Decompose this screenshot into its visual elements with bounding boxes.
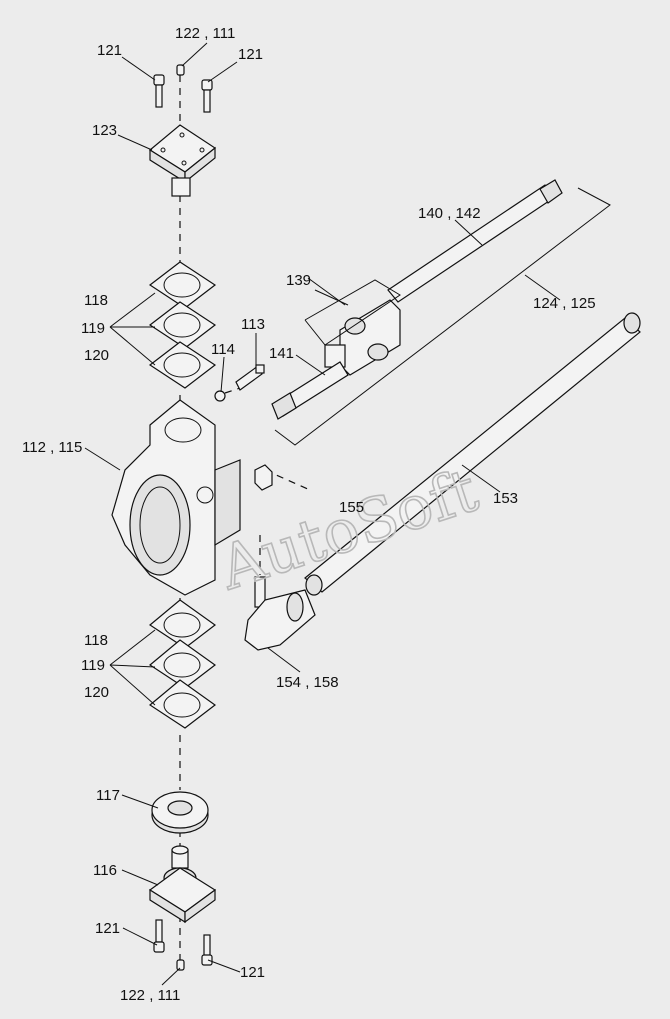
label-154-158: 154 , 158 bbox=[276, 674, 339, 691]
label-119-top: 119 bbox=[81, 320, 105, 337]
label-153: 153 bbox=[493, 490, 518, 507]
steering-knuckle-112-115 bbox=[111, 399, 241, 596]
grease-fitting-122-bottom bbox=[176, 959, 185, 971]
tie-rod-end-154-158 bbox=[244, 576, 316, 651]
nut-155 bbox=[254, 464, 273, 491]
washer-114 bbox=[214, 390, 226, 402]
shim-stack-top bbox=[148, 261, 217, 389]
label-124-125: 124 , 125 bbox=[533, 295, 596, 312]
drive-shaft-140-142 bbox=[387, 179, 563, 303]
label-121-bottom-left: 121 bbox=[95, 920, 120, 937]
bolt-121-top-left bbox=[153, 74, 165, 108]
label-122-111-top: 122 , 111 bbox=[175, 25, 235, 42]
label-122-111-bottom: 122 , 111 bbox=[120, 987, 180, 1004]
label-139: 139 bbox=[286, 272, 311, 289]
watermark-text: AutoSoft bbox=[211, 455, 486, 604]
label-120-top: 120 bbox=[84, 347, 109, 364]
label-140-142: 140 , 142 bbox=[418, 205, 481, 222]
bracket-124-125 bbox=[274, 187, 611, 446]
label-123: 123 bbox=[92, 122, 117, 139]
label-119-bottom: 119 bbox=[81, 657, 105, 674]
thrust-washer-117 bbox=[151, 791, 209, 834]
label-121-top-left: 121 bbox=[97, 42, 122, 59]
grease-fitting-122-top bbox=[176, 64, 185, 76]
label-155: 155 bbox=[339, 499, 364, 516]
label-113: 113 bbox=[241, 316, 265, 333]
bolt-113 bbox=[235, 364, 265, 391]
shim-stack-bottom bbox=[148, 599, 217, 729]
leader-lines bbox=[84, 42, 501, 986]
kingpin-cap-123 bbox=[148, 124, 217, 197]
bolt-121-bottom-left bbox=[153, 919, 165, 953]
label-116: 116 bbox=[93, 862, 117, 879]
label-121-bottom-right: 121 bbox=[240, 964, 265, 981]
label-141: 141 bbox=[269, 345, 294, 362]
label-121-top-right: 121 bbox=[238, 46, 263, 63]
shaft-141 bbox=[271, 361, 349, 420]
label-118-bottom: 118 bbox=[84, 632, 108, 649]
bolt-121-bottom-right bbox=[201, 934, 213, 966]
kingpin-116 bbox=[148, 845, 217, 924]
label-114: 114 bbox=[211, 341, 235, 358]
label-112-115: 112 , 115 bbox=[22, 439, 82, 456]
tie-rod-153 bbox=[304, 312, 641, 596]
label-120-bottom: 120 bbox=[84, 684, 109, 701]
part-labels: 122 , 111 121 121 123 140 , 142 139 124 … bbox=[22, 25, 596, 1004]
bolt-121-top-right bbox=[201, 79, 213, 113]
bracket-139 bbox=[304, 279, 401, 346]
label-118-top: 118 bbox=[84, 292, 108, 309]
label-117: 117 bbox=[96, 787, 120, 804]
